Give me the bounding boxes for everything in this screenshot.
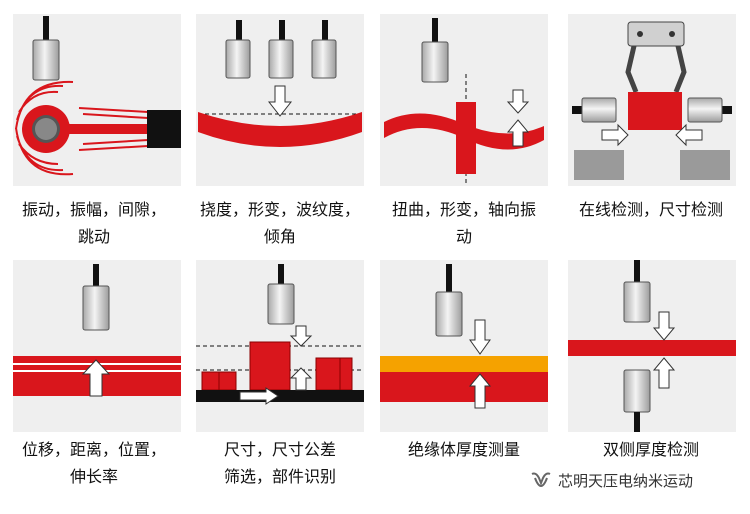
wechat-channel-icon bbox=[531, 472, 551, 488]
down-up-arrows-icon bbox=[652, 311, 676, 389]
gray-block-left bbox=[574, 150, 624, 180]
up-arrow-icon bbox=[81, 359, 111, 397]
twisted-beam bbox=[384, 74, 544, 186]
watermark-text: 芯明天压电纳米运动 bbox=[558, 471, 694, 490]
sensor-probe bbox=[82, 264, 110, 331]
side-sensors bbox=[572, 97, 732, 123]
panel-dimension bbox=[196, 260, 364, 432]
insulator-layer bbox=[380, 356, 548, 372]
caption-double-sided-thickness: 双侧厚度检测 bbox=[602, 440, 699, 459]
sensor-probe bbox=[32, 16, 60, 81]
panel-displacement bbox=[13, 260, 181, 432]
bottom-sensor-probe bbox=[623, 369, 651, 432]
conductor-layer bbox=[380, 372, 548, 402]
top-sensor-probe bbox=[623, 260, 651, 323]
parts-on-conveyor bbox=[196, 341, 364, 402]
arrows-icon bbox=[239, 325, 313, 405]
caption-torsion: 扭曲，形变，轴向振动 bbox=[391, 200, 536, 246]
sensor-probe bbox=[435, 264, 463, 337]
caption-insulator-thickness: 绝缘体厚度测量 bbox=[407, 440, 520, 459]
panel-double-sided-thickness bbox=[568, 260, 736, 432]
caption-displacement: 位移，距离，位置，伸长率 bbox=[21, 440, 166, 486]
target-strip bbox=[568, 340, 736, 356]
red-part bbox=[628, 92, 682, 130]
down-up-arrows-icon bbox=[468, 319, 492, 409]
sensor-probe bbox=[267, 264, 295, 325]
sensor-probe bbox=[421, 18, 449, 83]
rotating-shaft bbox=[15, 80, 181, 176]
caption-dimension: 尺寸，尺寸公差筛选，部件识别 bbox=[223, 440, 336, 486]
caption-inline-inspection: 在线检测，尺寸检测 bbox=[578, 200, 723, 219]
gripper-icon bbox=[625, 21, 687, 93]
panel-insulator-thickness bbox=[380, 260, 548, 432]
sensor-probe-row bbox=[225, 20, 337, 79]
deflected-beam bbox=[198, 112, 362, 147]
down-arrow-icon bbox=[267, 85, 293, 117]
panel-deflection bbox=[196, 14, 364, 186]
panel-torsion bbox=[380, 14, 548, 186]
panel-inline-inspection bbox=[568, 14, 736, 186]
gray-block-right bbox=[680, 150, 730, 180]
horizontal-arrows-icon bbox=[601, 123, 703, 147]
caption-deflection: 挠度，形变，波纹度，倾角 bbox=[199, 200, 360, 246]
up-down-arrows-icon bbox=[506, 89, 530, 147]
watermark: 芯明天压电纳米运动 bbox=[530, 466, 745, 494]
panel-vibration bbox=[13, 14, 181, 186]
caption-vibration: 振动，振幅，间隙，跳动 bbox=[21, 200, 166, 246]
